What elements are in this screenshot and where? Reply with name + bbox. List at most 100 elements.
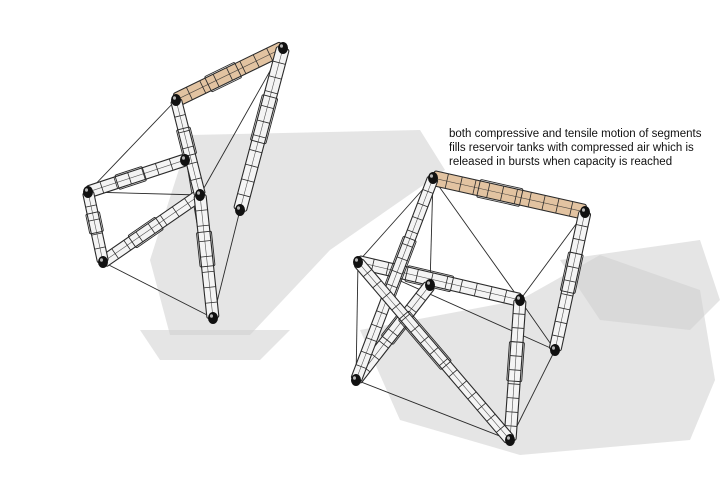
strut-piston-housing [127, 217, 164, 248]
joint-highlight [85, 188, 88, 192]
strut-rib [391, 302, 401, 311]
strut-rib [508, 369, 522, 371]
strut-rib [558, 306, 570, 311]
strut-rib [199, 80, 207, 94]
strut-rib [402, 243, 413, 248]
strut-rib [505, 411, 519, 413]
joint-highlight [173, 96, 176, 100]
strut-rib [396, 256, 408, 262]
tension-cable [102, 261, 214, 319]
strut-rib [429, 347, 439, 355]
tension-cable [357, 177, 434, 263]
strut-rib [123, 240, 131, 251]
strut-rib [268, 75, 282, 80]
strut-rib [561, 293, 573, 297]
joint-highlight [430, 174, 433, 178]
strut-rib [391, 269, 403, 275]
strut-rib [182, 145, 194, 150]
strut-rib [249, 149, 263, 154]
strut-rib [417, 202, 429, 208]
joint-highlight [280, 44, 283, 48]
joint-node [425, 279, 435, 291]
strut-rib [195, 209, 208, 212]
strut-rib [168, 158, 174, 171]
strut-rib [388, 328, 398, 337]
strut-rib [511, 327, 525, 329]
strut-rib [371, 323, 382, 329]
joint-node [98, 256, 108, 268]
strut-rib [178, 129, 190, 134]
left-tensegrity-module [82, 41, 290, 324]
strut-rib [555, 198, 560, 214]
joint-highlight [427, 281, 430, 285]
joint-node [171, 94, 181, 106]
joint-node [353, 256, 363, 268]
joint-node [195, 189, 205, 201]
strut-rib [99, 181, 105, 194]
strut-segment [173, 41, 286, 107]
strut-segment [82, 190, 109, 264]
strut-rib [253, 134, 266, 139]
strut-rib [202, 270, 215, 273]
strut-centerline [240, 50, 283, 208]
strut-rib [504, 425, 518, 427]
strut-rib [506, 397, 520, 399]
strut-rib [473, 283, 478, 297]
strut-rib [382, 291, 391, 300]
annotation-line: released in bursts when capacity is reac… [449, 156, 673, 168]
strut-piston-housing [204, 62, 242, 92]
joint-highlight [517, 296, 520, 300]
strut-rib [366, 337, 377, 342]
strut-rib [401, 313, 410, 322]
strut-rib [378, 340, 389, 349]
strut-piston-housing [560, 251, 584, 294]
strut-rib [567, 265, 579, 269]
tension-cable [432, 177, 521, 301]
strut-rib [172, 206, 180, 217]
joint-node [428, 172, 438, 184]
strut-rib [486, 182, 491, 198]
strut-rib [360, 350, 372, 356]
strut-rib [226, 67, 233, 81]
strut-rib [569, 201, 574, 217]
joint-node [278, 42, 288, 54]
strut-centerline [90, 160, 183, 192]
strut-rib [141, 167, 146, 180]
joint-node [351, 374, 361, 386]
tension-cable [355, 261, 359, 381]
strut-rib [184, 198, 192, 209]
strut-rib [422, 189, 434, 194]
annotation-text: both compressive and tensile motion of s… [449, 127, 717, 169]
strut-rib [85, 204, 97, 208]
strut-rib [147, 223, 156, 234]
strut-rib [113, 177, 118, 189]
joint-highlight [197, 191, 200, 195]
strut-rib [94, 246, 106, 250]
joint-highlight [100, 258, 103, 262]
strut-rib [159, 214, 168, 226]
strut-rib [363, 269, 372, 278]
tension-cable [87, 99, 177, 193]
strut-rib [239, 61, 247, 74]
joint-node [180, 154, 190, 166]
strut-rib [448, 369, 458, 378]
strut-rib [264, 90, 278, 95]
strut-rib [197, 224, 210, 227]
joint-highlight [552, 346, 555, 350]
strut-rib [185, 87, 193, 100]
strut-piston-housing [250, 94, 278, 145]
strut-rib [458, 176, 463, 192]
strut-piston-housing [398, 311, 452, 370]
strut-rib [266, 48, 274, 61]
strut-rib [420, 335, 429, 344]
shadow-shape [150, 130, 445, 335]
strut-centerline [435, 178, 583, 212]
strut-piston-housing [196, 230, 216, 268]
strut-rib [203, 286, 216, 289]
strut-rib [458, 380, 467, 389]
joint-node [580, 206, 590, 218]
joint-node [208, 312, 218, 324]
strut-rib [406, 304, 417, 313]
